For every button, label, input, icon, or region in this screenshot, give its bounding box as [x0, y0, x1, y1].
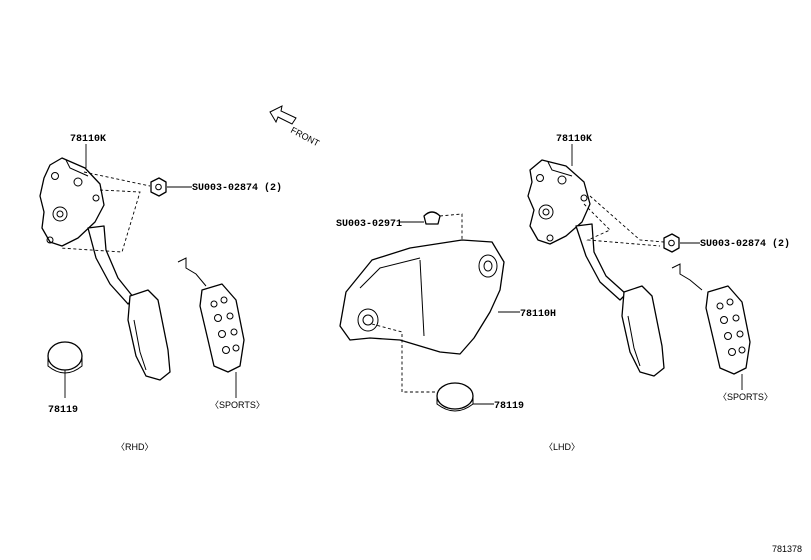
front-label: FRONT: [289, 125, 322, 149]
rhd-plug-part-label: 78119: [48, 405, 78, 416]
diagram-id: 781378: [772, 544, 802, 554]
rhd-pedal-part-label: 78110K: [70, 134, 106, 145]
center-bracket-part-label: 78110H: [520, 309, 556, 320]
rhd-group-label: 〈RHD〉: [116, 442, 154, 452]
rhd-plug: [47, 341, 83, 398]
lhd-sports-pedal: [671, 263, 751, 390]
center-plug: [436, 382, 494, 412]
center-bracket: [339, 239, 520, 393]
center-plug-part-label: 78119: [494, 401, 524, 412]
lhd-pedal-assembly: [527, 159, 665, 377]
lhd-group-label: 〈LHD〉: [544, 442, 580, 452]
lhd-sports-label: 〈SPORTS〉: [718, 392, 773, 402]
center-clip-part-label: SU003-02971: [336, 219, 402, 230]
lhd-nut-part-label: SU003-02874 (2): [700, 238, 790, 250]
rhd-nut-part-label: SU003-02874 (2): [192, 182, 282, 194]
rhd-sports-label: 〈SPORTS〉: [210, 400, 265, 410]
lhd-nut: [663, 233, 700, 253]
front-arrow: FRONT: [269, 105, 322, 149]
lhd-pedal-part-label: 78110K: [556, 134, 592, 145]
rhd-nut: [150, 177, 192, 197]
rhd-pedal-assembly: [39, 157, 171, 381]
rhd-sports-pedal: [177, 257, 245, 398]
